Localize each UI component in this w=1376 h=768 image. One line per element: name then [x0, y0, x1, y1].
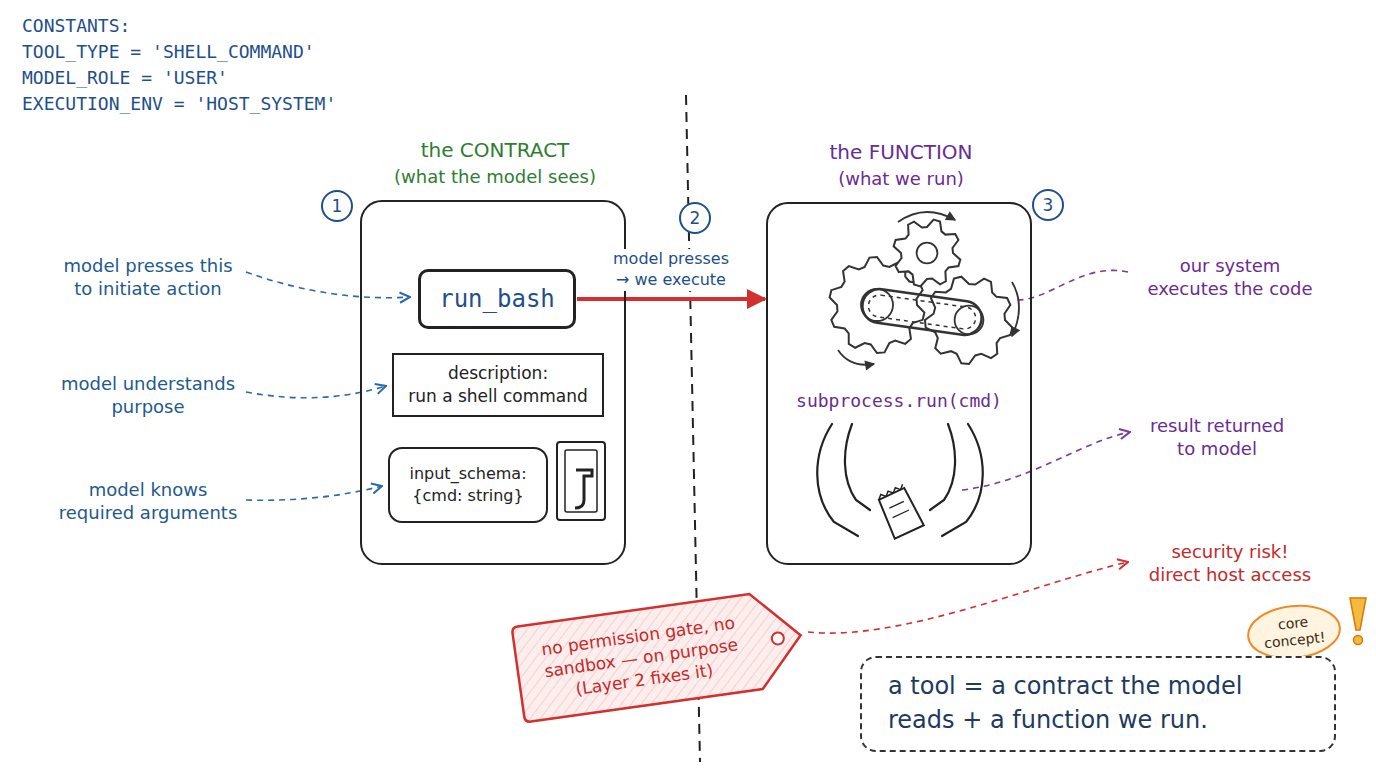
exclamation-icon	[1354, 636, 1363, 645]
annotation: model knows required arguments	[55, 478, 241, 525]
node-text: run_bash	[439, 285, 555, 313]
hands-illustration	[845, 424, 870, 510]
warning-annotation: security risk! direct host access	[1146, 540, 1314, 587]
gear	[925, 277, 1012, 364]
door-handle-icon	[557, 442, 605, 520]
node-subtext: {cmd: string}	[412, 485, 523, 507]
chain-illustration	[860, 287, 984, 337]
rotation-arrow	[1012, 282, 1019, 336]
hands-illustration	[930, 424, 955, 510]
tag-hatch	[512, 588, 808, 723]
tag-fill	[512, 588, 808, 723]
tag-outline	[512, 588, 808, 723]
schema-box: input_schema:{cmd: string}	[388, 447, 548, 523]
tag-hole	[771, 632, 785, 646]
annotation: our system executes the code	[1140, 254, 1320, 301]
constant-line: TOOL_TYPE = 'SHELL_COMMAND'	[22, 40, 315, 63]
chain-illustration	[860, 287, 984, 337]
door-handle-icon	[565, 450, 597, 512]
contract-panel: the CONTRACT(what the model sees)run_bas…	[360, 200, 626, 565]
result-packet	[888, 501, 909, 518]
hands-illustration	[817, 424, 858, 536]
leader-line	[808, 562, 1128, 633]
annotation: model presses this to initiate action	[55, 254, 241, 301]
rotation-arrow	[838, 212, 1019, 365]
leader-line	[246, 386, 386, 398]
result-packet	[875, 483, 923, 538]
result-packet	[877, 487, 924, 539]
node-text: description:	[448, 362, 548, 385]
warning-tag: no permission gate, no sandbox — on purp…	[509, 585, 810, 724]
gear-hub	[917, 243, 938, 264]
node-subtext: (what we run)	[728, 168, 1074, 189]
hands-illustration	[942, 424, 983, 536]
exclamation-icon	[1350, 598, 1366, 645]
node-subtext: (what the model sees)	[322, 166, 668, 187]
chain-illustration	[867, 294, 977, 331]
result-packet	[877, 484, 904, 499]
exclamation-icon	[1350, 598, 1366, 630]
core-concept-box: a tool = a contract the model reads + a …	[860, 656, 1336, 752]
node-subtext: subprocess.run(cmd)	[768, 390, 1030, 411]
tool-button: run_bash	[418, 269, 576, 329]
rotation-arrow	[838, 350, 874, 365]
connector-arrow	[577, 297, 765, 301]
callout-number: 2	[679, 202, 711, 234]
description-box: description:run a shell command	[392, 353, 604, 417]
gear	[894, 220, 961, 287]
node-text: the CONTRACT	[322, 138, 668, 162]
callout-number: 1	[321, 190, 353, 222]
node-subtext: run a shell command	[408, 385, 588, 408]
annotation: model understands purpose	[55, 372, 241, 419]
leader-line	[962, 432, 1130, 490]
leader-line	[246, 272, 410, 500]
rotation-arrow	[898, 212, 955, 222]
edge-label: model presses → we execute	[605, 249, 737, 291]
function-panel: the FUNCTION(what we run)subprocess.run(…	[766, 202, 1032, 565]
annotation: result returned to model	[1142, 414, 1292, 461]
constant-line: EXECUTION_ENV = 'HOST_SYSTEM'	[22, 92, 336, 115]
constant-line: MODEL_ROLE = 'USER'	[22, 66, 228, 89]
gears-illustration	[830, 220, 1013, 364]
door-handle-icon	[575, 470, 592, 508]
node-text: a tool = a contract the model reads + a …	[888, 670, 1308, 737]
node-text: input_schema:	[409, 463, 526, 485]
callout-number: 3	[1032, 189, 1064, 221]
leader-line	[246, 272, 410, 298]
constant-line: CONSTANTS:	[22, 14, 130, 37]
node-text: the FUNCTION	[728, 140, 1074, 164]
door-handle-icon	[557, 442, 605, 520]
bubble-outline	[1246, 601, 1343, 662]
speech-bubble: core concept!	[1243, 599, 1344, 665]
